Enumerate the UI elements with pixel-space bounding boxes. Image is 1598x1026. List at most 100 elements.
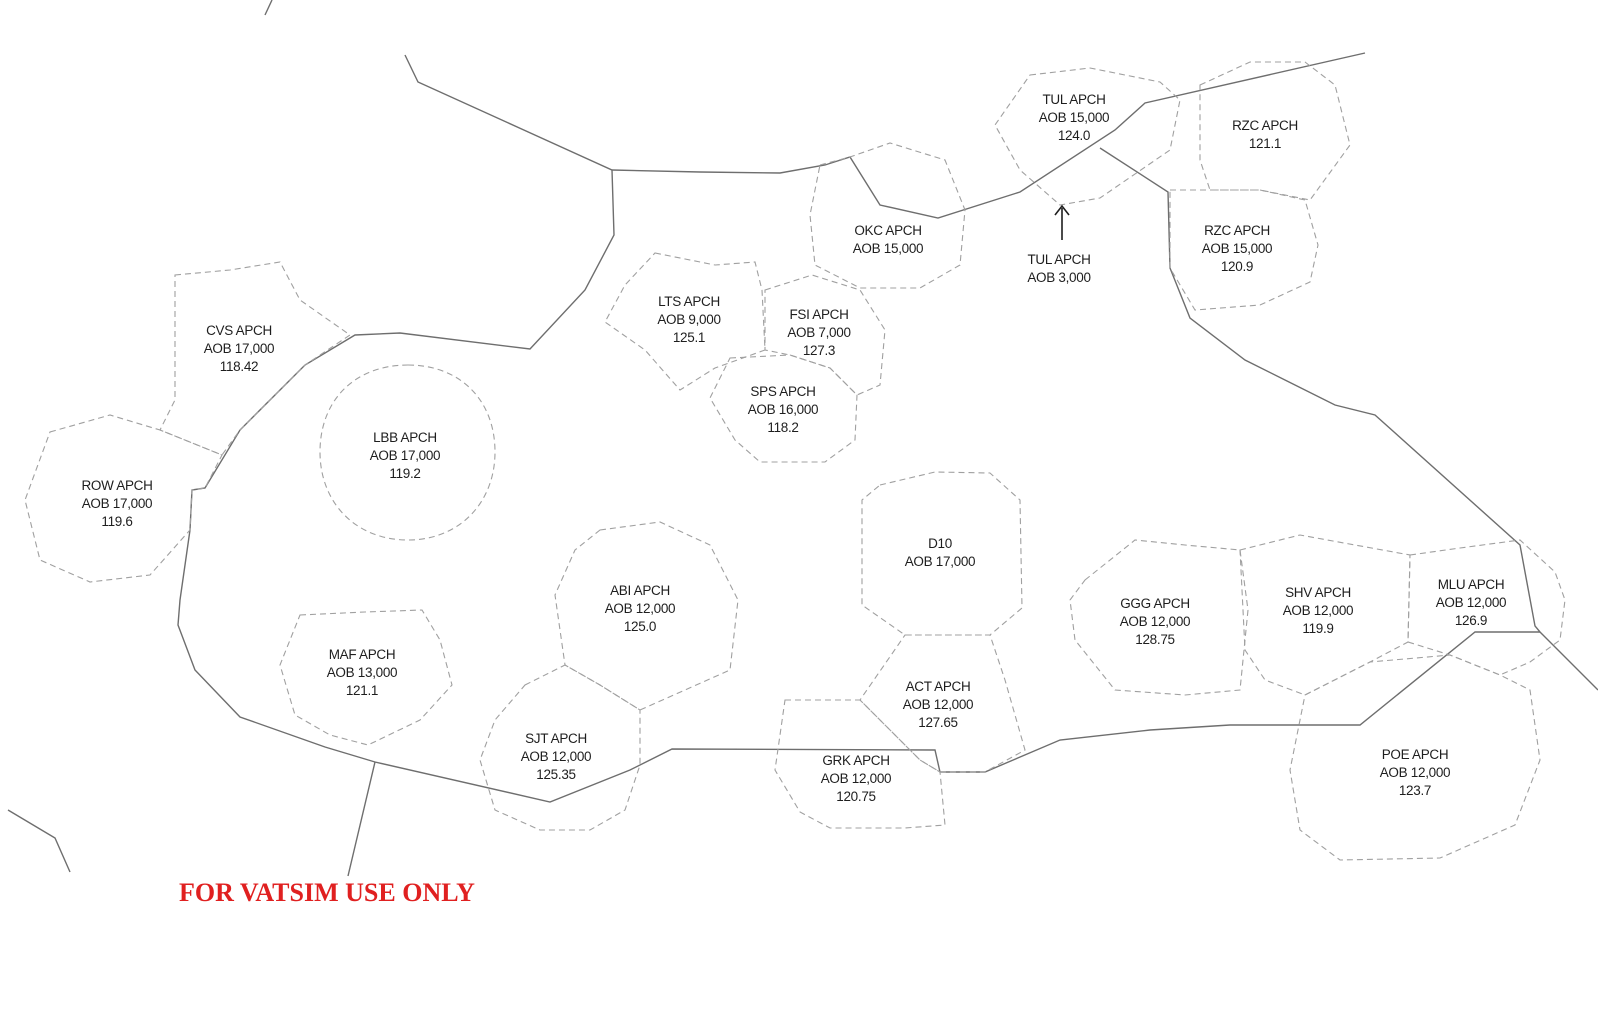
label-lts-name: LTS APCH: [658, 294, 720, 309]
label-act-name: ACT APCH: [906, 679, 971, 694]
label-lbb: LBB APCH AOB 17,000 119.2: [370, 430, 441, 481]
label-shv-name: SHV APCH: [1285, 585, 1351, 600]
label-fsi-name: FSI APCH: [789, 307, 848, 322]
label-mlu-name: MLU APCH: [1438, 577, 1505, 592]
label-ggg-name: GGG APCH: [1120, 596, 1190, 611]
label-shv-frequency: 119.9: [1302, 621, 1333, 636]
label-abi-name: ABI APCH: [610, 583, 670, 598]
boundary-top-fragment: [264, 0, 273, 16]
label-sjt-frequency: 125.35: [536, 767, 576, 782]
label-fsi: FSI APCH AOB 7,000 127.3: [787, 307, 851, 358]
label-sps: SPS APCH AOB 16,000 118.2: [748, 384, 819, 435]
boundary-west-divider: [177, 169, 1540, 803]
artcc-boundaries: [7, 0, 1598, 877]
label-lbb-name: LBB APCH: [373, 430, 437, 445]
approach-area-outlines: [24, 61, 1566, 861]
boundary-east: [1099, 147, 1598, 691]
label-shv: SHV APCH AOB 12,000 119.9: [1283, 585, 1354, 636]
label-okc-altitude: AOB 15,000: [853, 241, 924, 256]
label-d10-altitude: AOB 17,000: [905, 554, 976, 569]
label-rzc-north-name: RZC APCH: [1232, 118, 1298, 133]
label-row-name: ROW APCH: [81, 478, 152, 493]
label-rzc-south-name: RZC APCH: [1204, 223, 1270, 238]
label-maf-name: MAF APCH: [329, 647, 396, 662]
ggg-area: [1069, 539, 1249, 696]
label-sjt-altitude: AOB 12,000: [521, 749, 592, 764]
rzc-north-area: [1199, 61, 1351, 201]
label-grk: GRK APCH AOB 12,000 120.75: [821, 753, 892, 804]
label-lbb-altitude: AOB 17,000: [370, 448, 441, 463]
boundary-sw-spur: [347, 761, 376, 877]
label-mlu: MLU APCH AOB 12,000 126.9: [1436, 577, 1507, 628]
label-okc-name: OKC APCH: [854, 223, 921, 238]
label-okc: OKC APCH AOB 15,000: [853, 223, 924, 256]
maf-area: [279, 609, 453, 746]
label-rzc-north: RZC APCH 121.1: [1232, 118, 1298, 151]
label-row-frequency: 119.6: [101, 514, 132, 529]
label-cvs-altitude: AOB 17,000: [204, 341, 275, 356]
abi-area: [554, 521, 739, 711]
tul-high-area: [994, 67, 1181, 206]
label-rzc-south-altitude: AOB 15,000: [1202, 241, 1273, 256]
label-lts-frequency: 125.1: [673, 330, 705, 345]
label-fsi-altitude: AOB 7,000: [787, 325, 850, 340]
label-poe-altitude: AOB 12,000: [1380, 765, 1451, 780]
label-sps-frequency: 118.2: [767, 420, 798, 435]
label-row: ROW APCH AOB 17,000 119.6: [81, 478, 152, 529]
label-fsi-frequency: 127.3: [803, 343, 835, 358]
approach-labels: TUL APCH AOB 15,000 124.0 RZC APCH 121.1…: [81, 92, 1506, 804]
shv-area: [1239, 534, 1411, 696]
mlu-area: [1407, 539, 1566, 676]
label-sjt: SJT APCH AOB 12,000 125.35: [521, 731, 592, 782]
label-ggg-altitude: AOB 12,000: [1120, 614, 1191, 629]
label-sps-altitude: AOB 16,000: [748, 402, 819, 417]
row-area: [24, 414, 223, 583]
label-tul-high-frequency: 124.0: [1058, 128, 1090, 143]
label-tul-high-altitude: AOB 15,000: [1039, 110, 1110, 125]
sjt-area: [479, 664, 641, 831]
label-poe-frequency: 123.7: [1399, 783, 1431, 798]
rzc-south-area: [1169, 189, 1319, 311]
label-sps-name: SPS APCH: [750, 384, 815, 399]
d10-area: [861, 471, 1023, 636]
label-act-altitude: AOB 12,000: [903, 697, 974, 712]
label-cvs-frequency: 118.42: [220, 359, 259, 374]
lts-area: [604, 252, 766, 391]
label-poe-name: POE APCH: [1382, 747, 1449, 762]
label-ggg: GGG APCH AOB 12,000 128.75: [1120, 596, 1191, 647]
label-rzc-south: RZC APCH AOB 15,000 120.9: [1202, 223, 1273, 274]
tul-low-pointer: [1054, 204, 1070, 240]
label-maf-frequency: 121.1: [346, 683, 378, 698]
label-lts-altitude: AOB 9,000: [657, 312, 720, 327]
boundary-sw-edge: [7, 809, 71, 873]
label-act-frequency: 127.65: [918, 715, 958, 730]
label-act: ACT APCH AOB 12,000 127.65: [903, 679, 974, 730]
label-grk-altitude: AOB 12,000: [821, 771, 892, 786]
cvs-area: [159, 261, 351, 456]
label-grk-name: GRK APCH: [822, 753, 889, 768]
label-d10: D10 AOB 17,000: [905, 536, 976, 569]
label-tul-low-name: TUL APCH: [1027, 252, 1090, 267]
label-cvs: CVS APCH AOB 17,000 118.42: [204, 323, 275, 374]
okc-area: [809, 142, 966, 289]
label-lts: LTS APCH AOB 9,000 125.1: [657, 294, 721, 345]
poe-area: [1289, 654, 1541, 861]
label-lbb-frequency: 119.2: [389, 466, 420, 481]
sps-area: [709, 354, 858, 463]
label-grk-frequency: 120.75: [836, 789, 876, 804]
label-tul-low-altitude: AOB 3,000: [1027, 270, 1090, 285]
label-shv-altitude: AOB 12,000: [1283, 603, 1354, 618]
label-tul-low: TUL APCH AOB 3,000: [1027, 252, 1091, 285]
label-poe: POE APCH AOB 12,000 123.7: [1380, 747, 1451, 798]
label-mlu-frequency: 126.9: [1455, 613, 1487, 628]
label-maf: MAF APCH AOB 13,000 121.1: [327, 647, 398, 698]
label-abi-frequency: 125.0: [624, 619, 656, 634]
label-maf-altitude: AOB 13,000: [327, 665, 398, 680]
label-abi: ABI APCH AOB 12,000 125.0: [605, 583, 676, 634]
pointer-arrow-head: [1054, 204, 1070, 216]
label-row-altitude: AOB 17,000: [82, 496, 153, 511]
lbb-area: [319, 364, 496, 541]
label-tul-high: TUL APCH AOB 15,000 124.0: [1039, 92, 1110, 143]
label-sjt-name: SJT APCH: [525, 731, 587, 746]
